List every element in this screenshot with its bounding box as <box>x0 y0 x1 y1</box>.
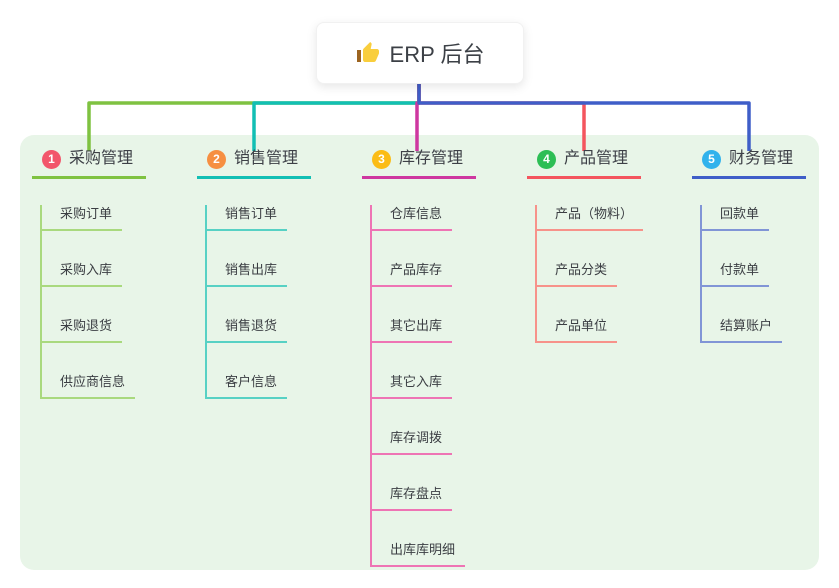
child-item[interactable]: 产品（物料） <box>537 205 644 231</box>
branch-children: 仓库信息产品库存其它出库其它入库库存调拨库存盘点出库库明细 <box>370 205 492 567</box>
root-title: ERP 后台 <box>389 42 485 67</box>
branch-number-badge: 5 <box>702 149 721 169</box>
child-item[interactable]: 销售订单 <box>207 205 288 231</box>
branch-label: 库存管理 <box>399 150 464 167</box>
child-item[interactable]: 采购入库 <box>42 261 123 287</box>
branch-5: 5 财务管理 回款单付款单结算账户 <box>692 148 822 343</box>
branch-number-badge: 4 <box>537 149 556 169</box>
thumbs-up-icon <box>356 41 380 65</box>
branch-label: 产品管理 <box>564 150 629 167</box>
branch-1: 1 采购管理 采购订单采购入库采购退货供应商信息 <box>32 148 162 399</box>
branch-children: 采购订单采购入库采购退货供应商信息 <box>40 205 162 399</box>
child-item[interactable]: 库存盘点 <box>372 485 453 511</box>
child-item[interactable]: 客户信息 <box>207 373 288 399</box>
branch-children: 产品（物料） 产品分类产品单位 <box>535 205 657 343</box>
child-item[interactable]: 销售出库 <box>207 261 288 287</box>
branch-number-badge: 3 <box>372 149 391 169</box>
branch-label: 财务管理 <box>729 150 794 167</box>
branch-label: 采购管理 <box>69 150 134 167</box>
child-item[interactable]: 出库库明细 <box>372 541 466 567</box>
root-node[interactable]: ERP 后台 <box>316 22 524 84</box>
child-item[interactable]: 库存调拨 <box>372 429 453 455</box>
branch-header[interactable]: 4 产品管理 <box>527 148 641 179</box>
branch-number-badge: 2 <box>207 149 226 169</box>
branch-header[interactable]: 2 销售管理 <box>197 148 311 179</box>
child-item[interactable]: 产品分类 <box>537 261 618 287</box>
branch-header[interactable]: 3 库存管理 <box>362 148 476 179</box>
child-item[interactable]: 采购订单 <box>42 205 123 231</box>
child-item[interactable]: 仓库信息 <box>372 205 453 231</box>
child-item[interactable]: 产品库存 <box>372 261 453 287</box>
child-item[interactable]: 供应商信息 <box>42 373 136 399</box>
branch-2: 2 销售管理 销售订单销售出库销售退货客户信息 <box>197 148 327 399</box>
branch-number-badge: 1 <box>42 149 61 169</box>
branches-panel <box>20 135 819 570</box>
child-item[interactable]: 其它出库 <box>372 317 453 343</box>
child-item[interactable]: 销售退货 <box>207 317 288 343</box>
child-item[interactable]: 回款单 <box>702 205 770 231</box>
branch-header[interactable]: 5 财务管理 <box>692 148 806 179</box>
branch-label: 销售管理 <box>234 150 299 167</box>
child-item[interactable]: 其它入库 <box>372 373 453 399</box>
branch-3: 3 库存管理 仓库信息产品库存其它出库其它入库库存调拨库存盘点出库库明细 <box>362 148 492 567</box>
branch-children: 回款单付款单结算账户 <box>700 205 822 343</box>
child-item[interactable]: 付款单 <box>702 261 770 287</box>
branch-header[interactable]: 1 采购管理 <box>32 148 146 179</box>
branch-children: 销售订单销售出库销售退货客户信息 <box>205 205 327 399</box>
child-item[interactable]: 结算账户 <box>702 317 783 343</box>
child-item[interactable]: 产品单位 <box>537 317 618 343</box>
branch-4: 4 产品管理 产品（物料） 产品分类产品单位 <box>527 148 657 343</box>
child-item[interactable]: 采购退货 <box>42 317 123 343</box>
